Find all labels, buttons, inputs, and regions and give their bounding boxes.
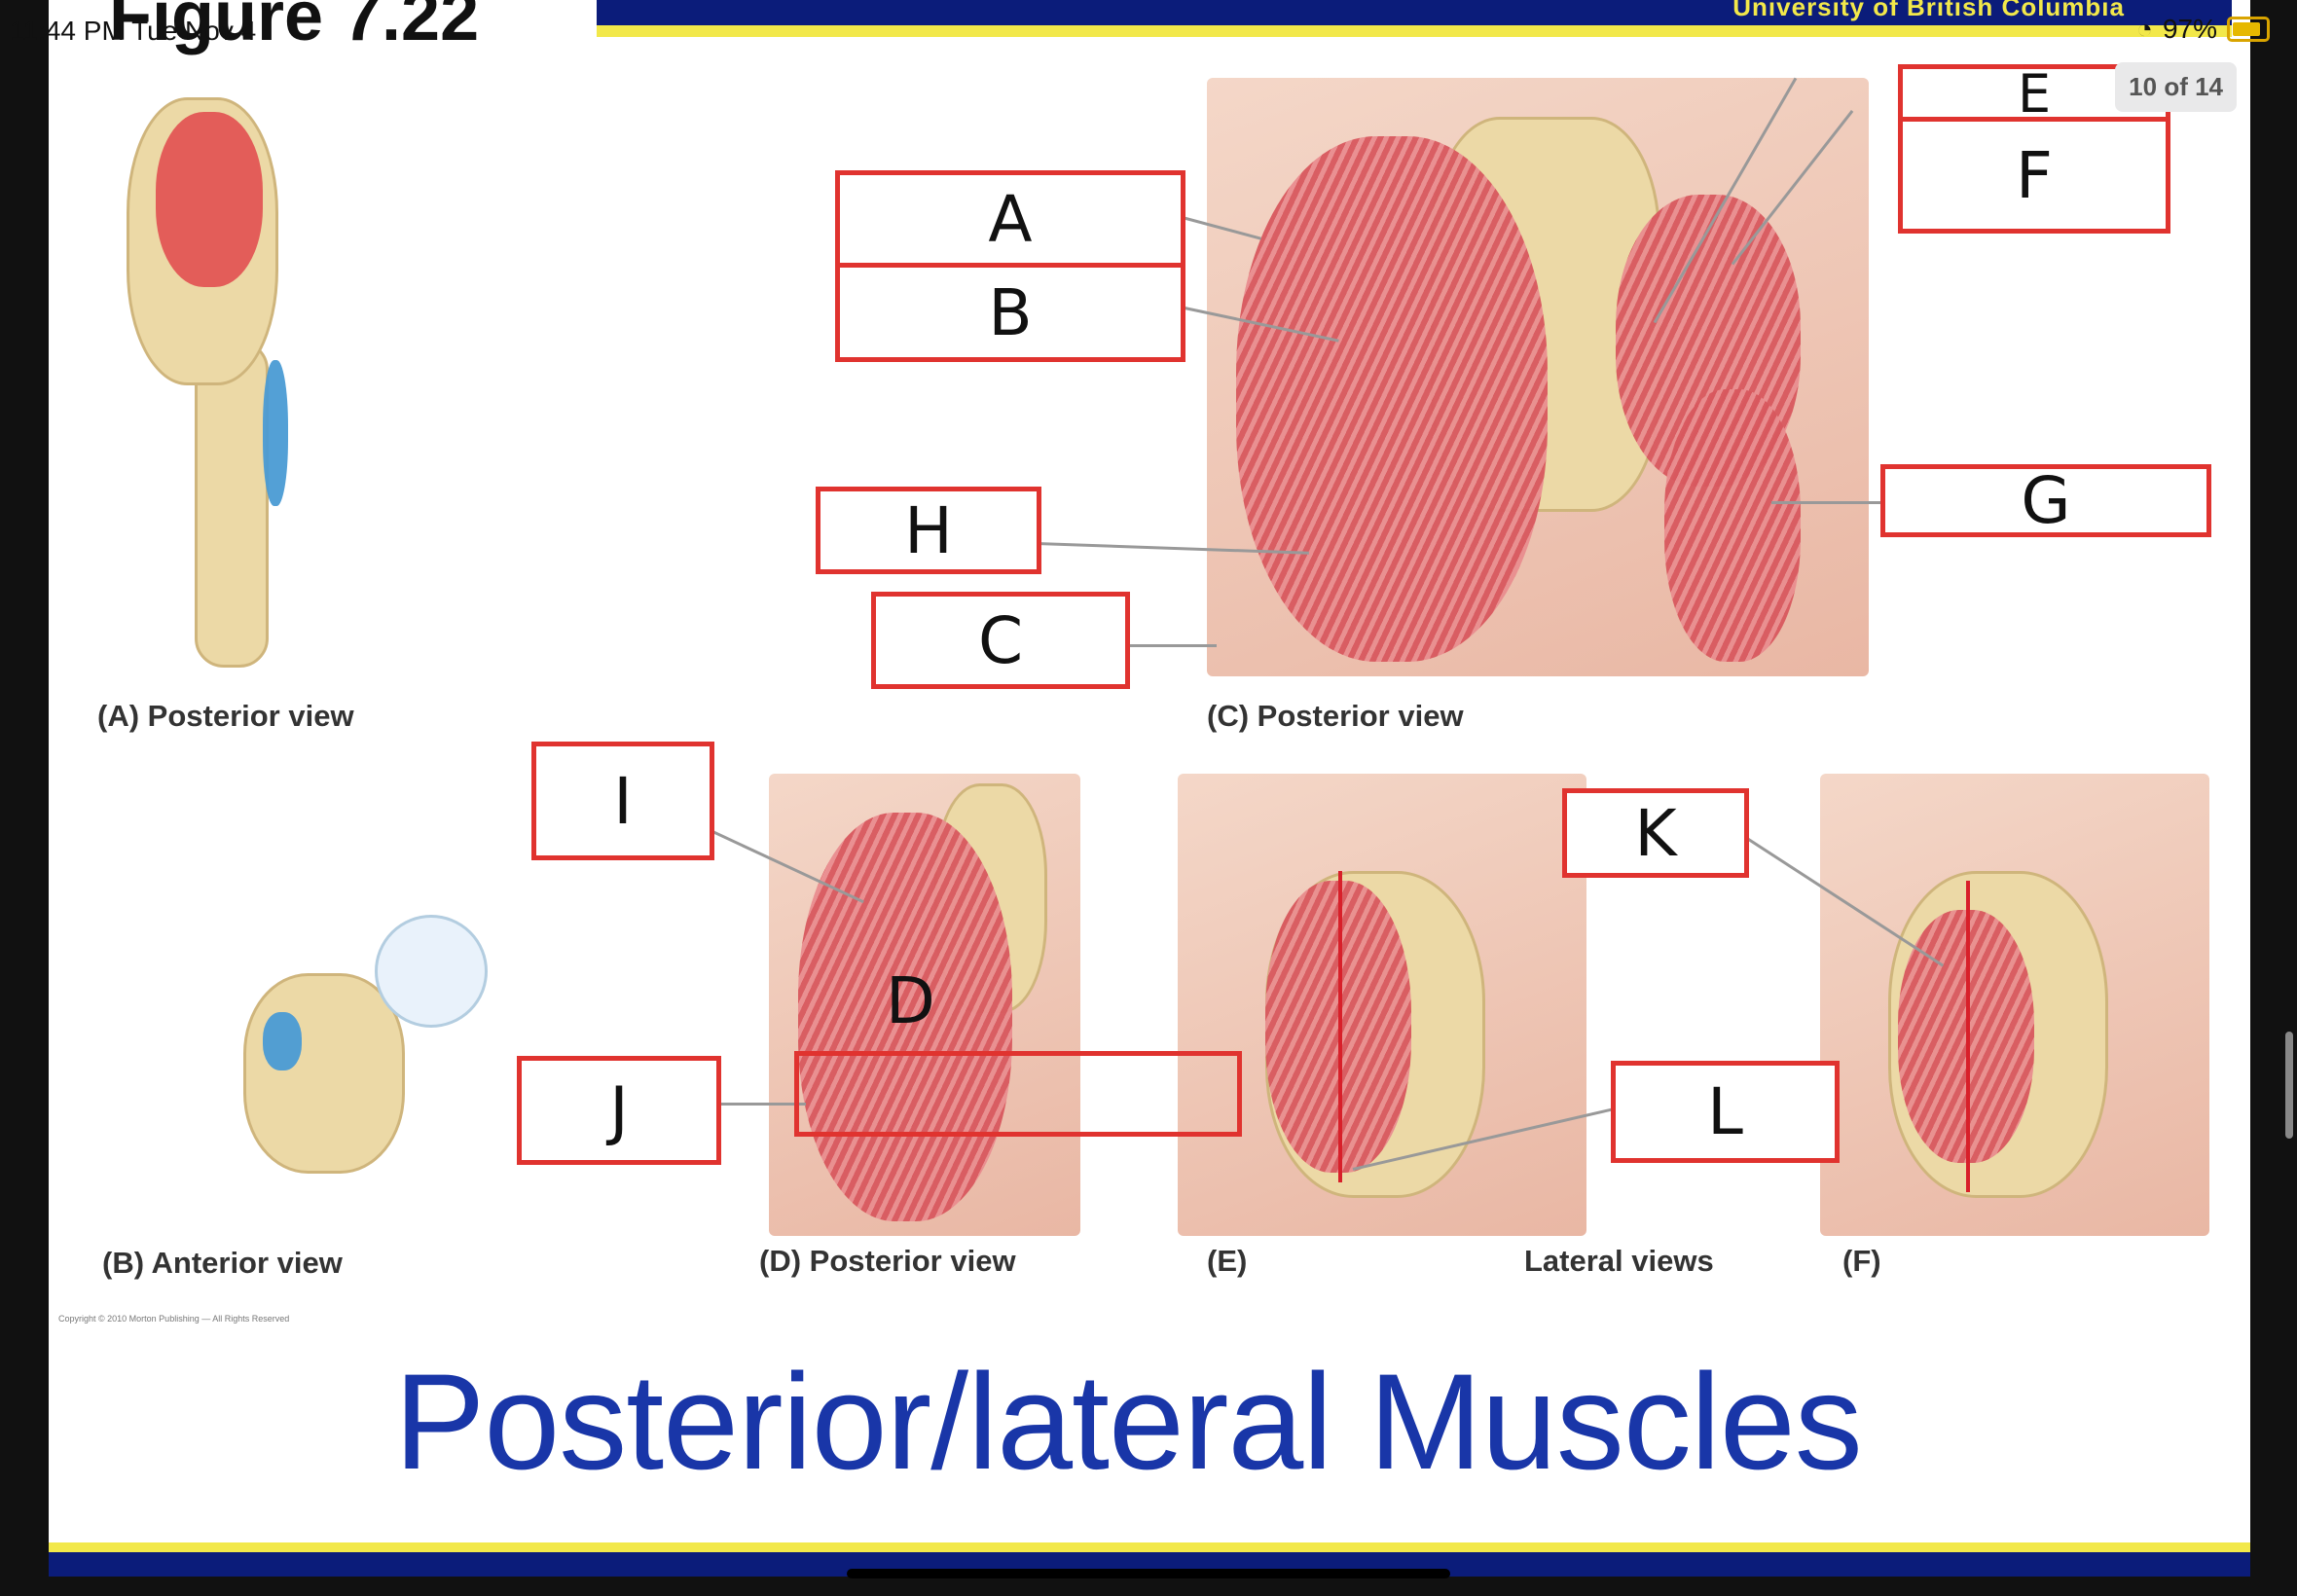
panel-b-femur-anterior bbox=[204, 905, 526, 1178]
label-box-b[interactable]: B bbox=[835, 263, 1185, 362]
label-box-g[interactable]: G bbox=[1880, 463, 2211, 538]
leader-line-j bbox=[718, 1103, 806, 1106]
caption-lateral-views: Lateral views bbox=[1524, 1244, 1714, 1278]
status-date-text: Tue Nov 4 bbox=[131, 16, 257, 46]
gluteus-maximus-muscle bbox=[1236, 136, 1548, 662]
status-right: ◔ 97% bbox=[2136, 14, 2270, 45]
caption-b: (B) Anterior view bbox=[102, 1246, 343, 1280]
status-time-text: 11:44 PM bbox=[10, 16, 125, 46]
caption-f: (F) bbox=[1842, 1244, 1881, 1278]
blue-attachment-site bbox=[263, 360, 288, 506]
wifi-icon: ◔ bbox=[2136, 14, 2153, 44]
red-line-f bbox=[1966, 881, 1970, 1192]
caption-a: (A) Posterior view bbox=[97, 699, 354, 733]
label-box-a[interactable]: A bbox=[835, 170, 1185, 268]
gluteal-attachment bbox=[156, 112, 263, 287]
label-box-l[interactable]: L bbox=[1611, 1061, 1840, 1163]
gluteus-maximus-d bbox=[798, 813, 1012, 1221]
figure-title: Figure 7.22 bbox=[109, 0, 480, 55]
caption-e: (E) bbox=[1207, 1244, 1248, 1278]
femur-neck-bone bbox=[243, 973, 405, 1174]
label-box-j[interactable]: J bbox=[517, 1056, 721, 1165]
panel-a-femur-posterior bbox=[117, 88, 389, 671]
panel-f-lateral bbox=[1820, 774, 2209, 1236]
page-indicator[interactable]: 10 of 14 bbox=[2115, 62, 2237, 112]
label-box-c[interactable]: C bbox=[871, 592, 1130, 689]
label-box-k[interactable]: K bbox=[1562, 788, 1749, 878]
leader-line-g bbox=[1771, 501, 1937, 504]
caption-d: (D) Posterior view bbox=[759, 1244, 1016, 1278]
university-name: University of British Columbia bbox=[1732, 0, 2125, 21]
label-d-text: D bbox=[886, 963, 935, 1038]
caption-c: (C) Posterior view bbox=[1207, 699, 1464, 733]
slide-header-bar: University of British Columbia bbox=[597, 0, 2232, 37]
home-indicator[interactable] bbox=[847, 1569, 1450, 1578]
battery-icon bbox=[2227, 17, 2270, 42]
panel-c-gluteal-posterior bbox=[1207, 78, 1869, 676]
label-box-i[interactable]: I bbox=[531, 742, 714, 860]
slide: University of British Columbia Figure 7.… bbox=[49, 0, 2250, 1577]
label-box-d-region[interactable] bbox=[794, 1051, 1242, 1137]
panel-d-gluteal-posterior bbox=[769, 774, 1080, 1236]
femur-bone bbox=[195, 341, 269, 668]
copyright-note: Copyright © 2010 Morton Publishing — All… bbox=[58, 1314, 290, 1324]
blue-attachment-site-b bbox=[263, 1012, 302, 1070]
femoral-head bbox=[375, 915, 488, 1028]
panel-e-lateral bbox=[1178, 774, 1586, 1236]
label-box-f[interactable]: F bbox=[1898, 117, 2170, 234]
scrollbar-thumb[interactable] bbox=[2285, 1032, 2293, 1139]
status-time: 11:44 PM Tue Nov 4 bbox=[10, 16, 256, 47]
thigh-muscles bbox=[1664, 389, 1801, 662]
red-line-e bbox=[1338, 871, 1342, 1182]
slide-title: Posterior/lateral Muscles bbox=[394, 1345, 1863, 1498]
label-box-h[interactable]: H bbox=[816, 487, 1041, 574]
leader-line-c bbox=[1090, 644, 1217, 647]
battery-percent: 97% bbox=[2162, 14, 2217, 44]
